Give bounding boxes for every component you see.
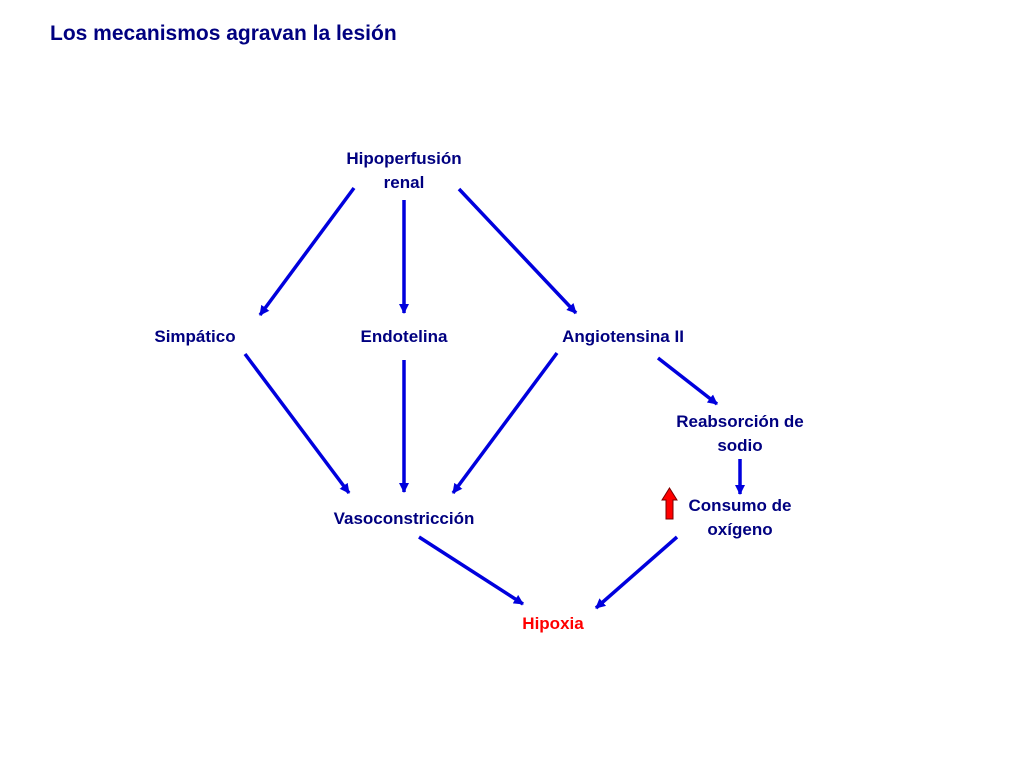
slide-title: Los mecanismos agravan la lesión bbox=[50, 22, 397, 45]
node-reabsorcion-line2: sodio bbox=[717, 436, 763, 455]
edge-consumo-hipoxia bbox=[594, 535, 679, 610]
node-consumo-line1: Consumo de bbox=[688, 496, 792, 515]
edge-hipoperfusion-simpatico bbox=[258, 186, 356, 317]
edge-vasoconstriccion-hipoxia bbox=[418, 535, 524, 606]
edge-angiotensina-vasoconstriccion bbox=[451, 351, 559, 495]
node-endotelina: Endotelina bbox=[360, 327, 448, 346]
node-reabsorcion-sodio: Reabsorción de sodio bbox=[676, 410, 804, 458]
node-hipoperfusion-line2: renal bbox=[383, 173, 425, 192]
node-consumo-line2: oxígeno bbox=[707, 520, 773, 539]
edge-angiotensina-reabsorcion bbox=[656, 356, 719, 406]
node-vasoconstriccion: Vasoconstricción bbox=[333, 509, 475, 528]
node-hipoperfusion-renal: Hipoperfusión renal bbox=[346, 147, 461, 195]
edge-hipoperfusion-angiotensina bbox=[457, 187, 578, 315]
node-angiotensina-ii: Angiotensina II bbox=[562, 327, 684, 346]
node-simpatico: Simpático bbox=[154, 327, 236, 346]
node-hipoperfusion-line1: Hipoperfusión bbox=[346, 149, 462, 168]
up-arrow-icon bbox=[661, 487, 678, 520]
node-consumo-oxigeno: Consumo de oxígeno bbox=[689, 494, 792, 542]
edge-simpatico-vasoconstriccion bbox=[243, 352, 351, 495]
node-hipoxia: Hipoxia bbox=[522, 614, 584, 633]
node-reabsorcion-line1: Reabsorción de bbox=[676, 412, 804, 431]
